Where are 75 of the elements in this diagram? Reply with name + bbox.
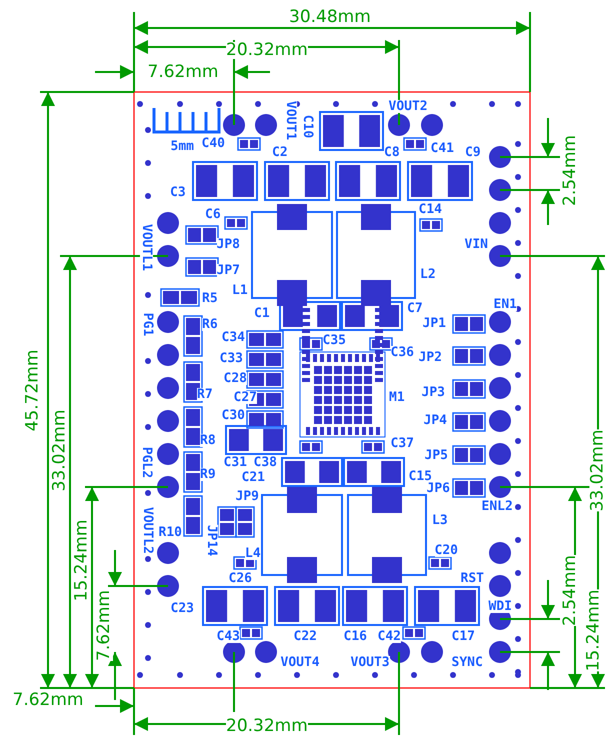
net-label: VOUT1: [284, 100, 297, 140]
designator-label: C10: [300, 114, 314, 138]
net-label: SYNC: [452, 656, 483, 668]
designator-label: C33: [220, 352, 243, 364]
designator-label: C1: [254, 306, 270, 320]
net-label: RST: [460, 572, 484, 584]
dimension-label: 7.62mm: [96, 590, 112, 660]
designator-label: JP4: [424, 414, 447, 426]
designator-label: C38: [254, 456, 277, 468]
net-label: ENL2: [482, 500, 513, 512]
designator-label: R10: [158, 526, 182, 538]
net-label: WDI: [488, 600, 512, 612]
designator-label: C37: [390, 436, 414, 450]
net-label: VOUTL1: [139, 224, 152, 270]
designator-label: JP3: [422, 386, 445, 398]
designator-label: C3: [170, 186, 186, 198]
designator-label: C27: [234, 390, 257, 404]
designator-label: C36: [390, 346, 414, 358]
designator-label: C23: [170, 602, 194, 614]
dimension-label: 2.54mm: [562, 134, 578, 206]
designator-label: C43: [216, 630, 240, 642]
designator-label: C8: [384, 146, 400, 158]
net-label: VOUT3: [350, 656, 390, 668]
designator-label: L1: [232, 284, 248, 296]
designator-label: JP2: [418, 350, 442, 364]
designator-label: C17: [452, 630, 475, 642]
net-label: EN1: [494, 298, 517, 310]
designator-label: C22: [294, 630, 317, 642]
designator-label: C20: [434, 544, 458, 556]
designator-label: R5: [202, 292, 218, 304]
designator-label: C40: [202, 136, 225, 150]
designator-label: JP5: [424, 448, 448, 462]
net-label: VIN: [464, 238, 488, 250]
designator-label: JP8: [216, 238, 240, 250]
designator-label: JP9: [236, 490, 259, 502]
designator-label: C28: [224, 372, 247, 384]
designator-label: L2: [420, 268, 436, 280]
designator-label: JP6: [426, 482, 450, 494]
designator-label: R8: [200, 434, 216, 446]
dimension-label: 20.32mm: [226, 42, 308, 58]
designator-label: C21: [242, 470, 265, 484]
designator-label: C9: [465, 146, 481, 158]
net-label: VOUT2: [388, 100, 428, 112]
scale-label: 5mm: [170, 140, 194, 152]
designator-label: C31: [224, 456, 247, 468]
designator-label: JP1: [422, 316, 446, 330]
designator-label: C41: [430, 142, 454, 154]
designator-label: C34: [222, 330, 245, 344]
designator-label: C42: [378, 630, 401, 642]
designator-label: C2: [272, 146, 288, 158]
net-label: PGL2: [140, 446, 153, 478]
designator-label: M1: [389, 390, 405, 404]
net-label: VOUT4: [280, 656, 320, 668]
designator-label: R6: [202, 318, 218, 330]
dimension-label: 7.62mm: [12, 692, 84, 708]
designator-label: L3: [432, 514, 448, 526]
designator-label: C16: [344, 630, 367, 642]
designator-label: C6: [205, 208, 221, 220]
designator-label: L4: [245, 546, 261, 560]
dimension-label: 2.54mm: [562, 554, 578, 626]
designator-label: JP7: [216, 264, 240, 276]
dimension-label: 20.32mm: [226, 718, 308, 734]
designator-label: C15: [408, 470, 432, 482]
dimension-label: 7.62mm: [148, 64, 218, 80]
dimension-label: 33.02mm: [589, 429, 606, 511]
designator-label: C26: [228, 572, 252, 584]
designator-label: C35: [322, 334, 346, 346]
designator-label: R7: [197, 388, 213, 400]
designator-label: C14: [418, 202, 442, 216]
designator-label: C30: [222, 408, 245, 422]
dimension-label: 30.48mm: [289, 8, 371, 26]
designator-label: C7: [407, 302, 423, 314]
designator-label: R9: [200, 468, 216, 480]
designator-label: JP14: [204, 524, 218, 556]
net-label: PG1: [140, 312, 154, 336]
